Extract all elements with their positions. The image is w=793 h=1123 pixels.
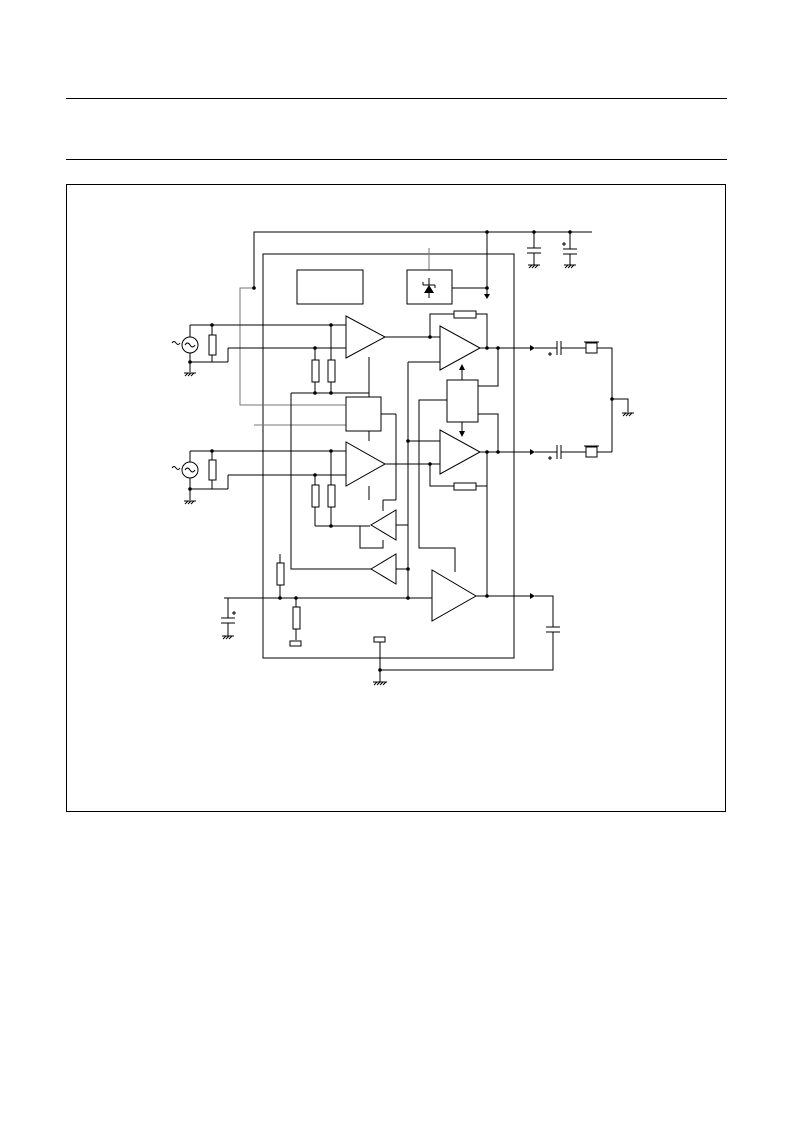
ground-icon	[373, 681, 387, 686]
output-amplifier	[431, 569, 477, 622]
ground-icon	[528, 264, 540, 269]
header-rule-bottom	[66, 159, 727, 160]
ground-icon	[564, 264, 576, 269]
bias-resistor-a2	[327, 325, 336, 393]
bias-resistor-b2	[327, 451, 336, 526]
loudspeaker-icon	[584, 445, 612, 458]
output-capacitor-c	[380, 595, 560, 671]
feedback-resistor-a	[429, 310, 488, 348]
bias-resistor-c2	[289, 598, 302, 647]
figure-frame	[66, 184, 726, 812]
input-amplifier-a	[345, 315, 387, 359]
ground-icon	[184, 500, 196, 505]
supply-rail	[253, 230, 592, 299]
ground-pin	[373, 636, 386, 682]
loudspeaker-icon	[584, 341, 613, 452]
bias-resistor-c1	[276, 554, 285, 598]
ic-outline	[262, 253, 515, 659]
ground-icon	[222, 635, 234, 640]
ac-source-icon	[171, 325, 199, 372]
output-capacitor-a	[535, 341, 586, 356]
bypass-capacitor	[221, 598, 236, 636]
reference-wire	[239, 287, 346, 406]
bias-buffer-1	[370, 509, 397, 541]
bias-resistor-a1	[311, 348, 320, 393]
power-amplifier-b	[439, 429, 482, 475]
bias-buffer-2	[370, 553, 397, 585]
input-resistor-a	[190, 325, 229, 363]
header-rule-top	[66, 98, 727, 99]
input-amplifier-b	[345, 441, 387, 487]
bias-resistor-b1	[311, 475, 320, 526]
supply-capacitor-1	[527, 232, 541, 265]
ground-icon	[622, 412, 634, 417]
ground-icon	[184, 372, 196, 377]
input-resistor-b	[190, 451, 229, 490]
regulator-block	[406, 248, 489, 305]
zener-diode-icon	[422, 278, 436, 298]
mute-block	[345, 396, 382, 432]
bridge-block	[446, 379, 479, 423]
power-amplifier-a	[439, 325, 482, 371]
ac-source-icon	[171, 451, 199, 500]
output-capacitor-b	[535, 445, 586, 460]
supply-capacitor-2	[562, 232, 577, 265]
control-block	[296, 269, 364, 305]
